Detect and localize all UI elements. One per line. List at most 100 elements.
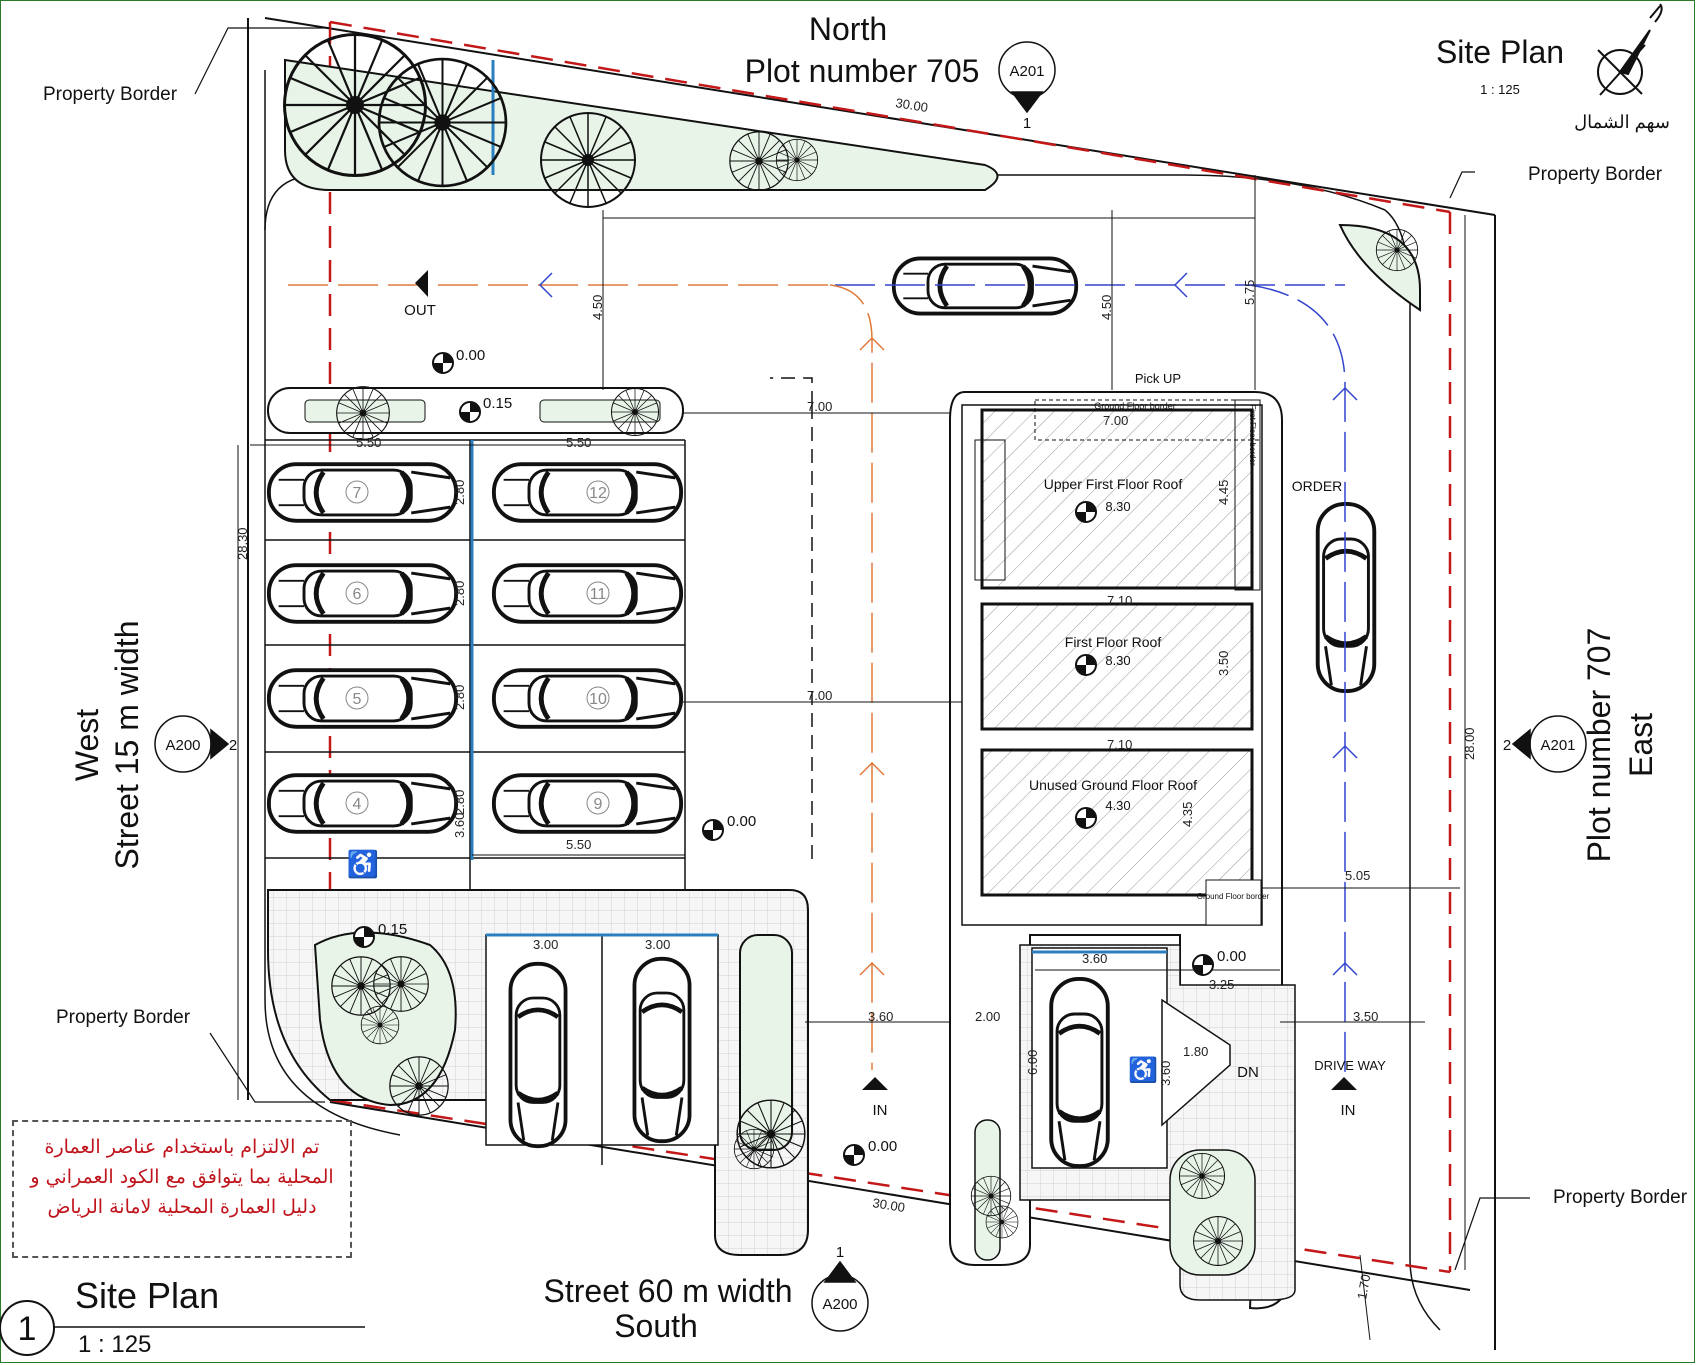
dimension-text: 1.80 xyxy=(1183,1044,1208,1059)
first-roof-label: First Floor Roof xyxy=(1065,634,1162,650)
traffic-flow xyxy=(288,272,1358,1090)
dimension-text: 3.00 xyxy=(645,937,670,952)
south-street-label: Street 60 m width xyxy=(544,1273,793,1309)
section-sheet: A201 xyxy=(1540,737,1575,754)
level-value: 0.00 xyxy=(727,813,756,830)
ground-floor-border-small: Ground Floor border xyxy=(1197,892,1270,901)
dimension-text: 5.50 xyxy=(566,435,591,450)
south-label: South xyxy=(614,1308,698,1344)
local-architecture-note: تم الالتزام باستخدام عناصر العمارة المحل… xyxy=(12,1120,352,1258)
parking-number: 12 xyxy=(589,485,607,502)
dimension-text: 28.30 xyxy=(235,527,250,560)
west-street-label: Street 15 m width xyxy=(109,621,145,870)
in-arrow-icon xyxy=(862,1077,888,1090)
dimension-text: 3.60 xyxy=(1158,1061,1173,1086)
parking-bays xyxy=(265,439,686,890)
parking-number: 9 xyxy=(594,796,603,813)
order-label: ORDER xyxy=(1292,478,1343,494)
accessible-icon: ♿ xyxy=(1128,1056,1158,1084)
level-value: 0.15 xyxy=(483,395,512,412)
section-number: 2 xyxy=(229,737,237,754)
dimension-text: 3.60 xyxy=(1082,951,1107,966)
ground-floor-border-label: Ground Floor border xyxy=(1094,401,1176,411)
out-label: OUT xyxy=(404,302,436,319)
property-border-leaders xyxy=(194,27,1530,1271)
dimension-text: 2.00 xyxy=(975,1009,1000,1024)
car-drive-lane xyxy=(894,258,1076,313)
north-planter xyxy=(284,58,999,191)
unused-roof-level: 4.30 xyxy=(1105,798,1130,813)
corner-scale: 1 : 125 xyxy=(1480,82,1520,97)
section-number: 2 xyxy=(1503,737,1511,754)
parking-number: 4 xyxy=(353,796,362,813)
level-value: 0.00 xyxy=(1217,948,1246,965)
corner-title: Site Plan xyxy=(1436,34,1564,70)
dimension-text: 30.00 xyxy=(872,1195,906,1215)
level-value: 0.15 xyxy=(378,921,407,938)
dimension-text: 7.00 xyxy=(1103,413,1128,428)
accessible-icon: ♿ xyxy=(347,849,379,879)
property-border-label: Property Border xyxy=(1553,1187,1688,1208)
upper-roof-label: Upper First Floor Roof xyxy=(1044,476,1183,492)
property-border-label: Property Border xyxy=(43,84,178,105)
dimension-text: 5.50 xyxy=(566,837,591,852)
dimension-text: 5.75 xyxy=(1242,280,1257,305)
dimension-text: 3.50 xyxy=(1216,651,1231,676)
section-number: 1 xyxy=(1023,115,1031,132)
dimension-text: 2.80 xyxy=(452,790,467,815)
north-label: North xyxy=(809,11,887,47)
section-number: 1 xyxy=(836,1244,844,1261)
title-block-title: Site Plan xyxy=(75,1275,219,1316)
pickup-label: Pick UP xyxy=(1135,371,1181,386)
dimension-text: 4.35 xyxy=(1180,802,1195,827)
ne-tree xyxy=(1375,228,1419,272)
dimension-text: 1.70 xyxy=(1354,1273,1373,1301)
in-label: IN xyxy=(1341,1102,1356,1119)
dimension-text: 30.00 xyxy=(895,95,929,115)
north-plot-label: Plot number 705 xyxy=(745,53,980,89)
west-label: West xyxy=(69,709,105,781)
first-floor-border-label: First Floor border xyxy=(1248,404,1257,466)
dimension-text: 5.50 xyxy=(356,435,381,450)
dn-label: DN xyxy=(1237,1064,1259,1081)
section-markers xyxy=(154,41,1587,1332)
unused-ground-floor-roof xyxy=(980,748,1254,897)
dimension-text: 3.25 xyxy=(1209,977,1234,992)
parking-number: 5 xyxy=(353,691,362,708)
parking-number: 11 xyxy=(590,586,607,603)
level-value: 0.00 xyxy=(868,1138,897,1155)
dimension-text: 4.50 xyxy=(1099,295,1114,320)
drive-way-label: DRIVE WAY xyxy=(1314,1058,1386,1073)
car-order-lane xyxy=(1318,504,1375,691)
in-label: IN xyxy=(873,1102,888,1119)
north-arrow-label: سهم الشمال xyxy=(1574,112,1670,133)
dimension-text: 3.00 xyxy=(533,937,558,952)
level-value: 0.00 xyxy=(456,347,485,364)
dimension-text: 7.10 xyxy=(1107,593,1132,608)
dimension-text: 3.60 xyxy=(452,813,467,838)
dimension-text: 2.80 xyxy=(452,581,467,606)
title-block-scale: 1 : 125 xyxy=(78,1331,151,1358)
first-floor-roof xyxy=(980,602,1254,731)
property-border-label: Property Border xyxy=(1528,164,1663,185)
section-sheet: A201 xyxy=(1009,63,1044,80)
east-plot-label: Plot number 707 xyxy=(1581,628,1617,863)
section-sheet: A200 xyxy=(165,737,200,754)
east-label: East xyxy=(1623,713,1659,777)
dimension-text: 2.80 xyxy=(452,480,467,505)
parking-number: 10 xyxy=(589,691,607,708)
in-arrow-icon xyxy=(1331,1077,1357,1090)
dimension-text: 6.00 xyxy=(1025,1050,1040,1075)
dimension-text: 28.00 xyxy=(1462,727,1477,760)
dimension-text: 7.10 xyxy=(1107,737,1132,752)
dimension-text: 7.00 xyxy=(807,688,832,703)
dimension-text: 2.80 xyxy=(452,685,467,710)
out-arrow-icon xyxy=(415,270,428,297)
dimension-lines xyxy=(237,175,1466,1341)
ramp xyxy=(1161,998,1231,1127)
dimension-text: 3.50 xyxy=(1353,1009,1378,1024)
unused-roof-label: Unused Ground Floor Roof xyxy=(1029,777,1197,793)
first-roof-level: 8.30 xyxy=(1105,653,1130,668)
parking-number: 6 xyxy=(353,586,362,603)
